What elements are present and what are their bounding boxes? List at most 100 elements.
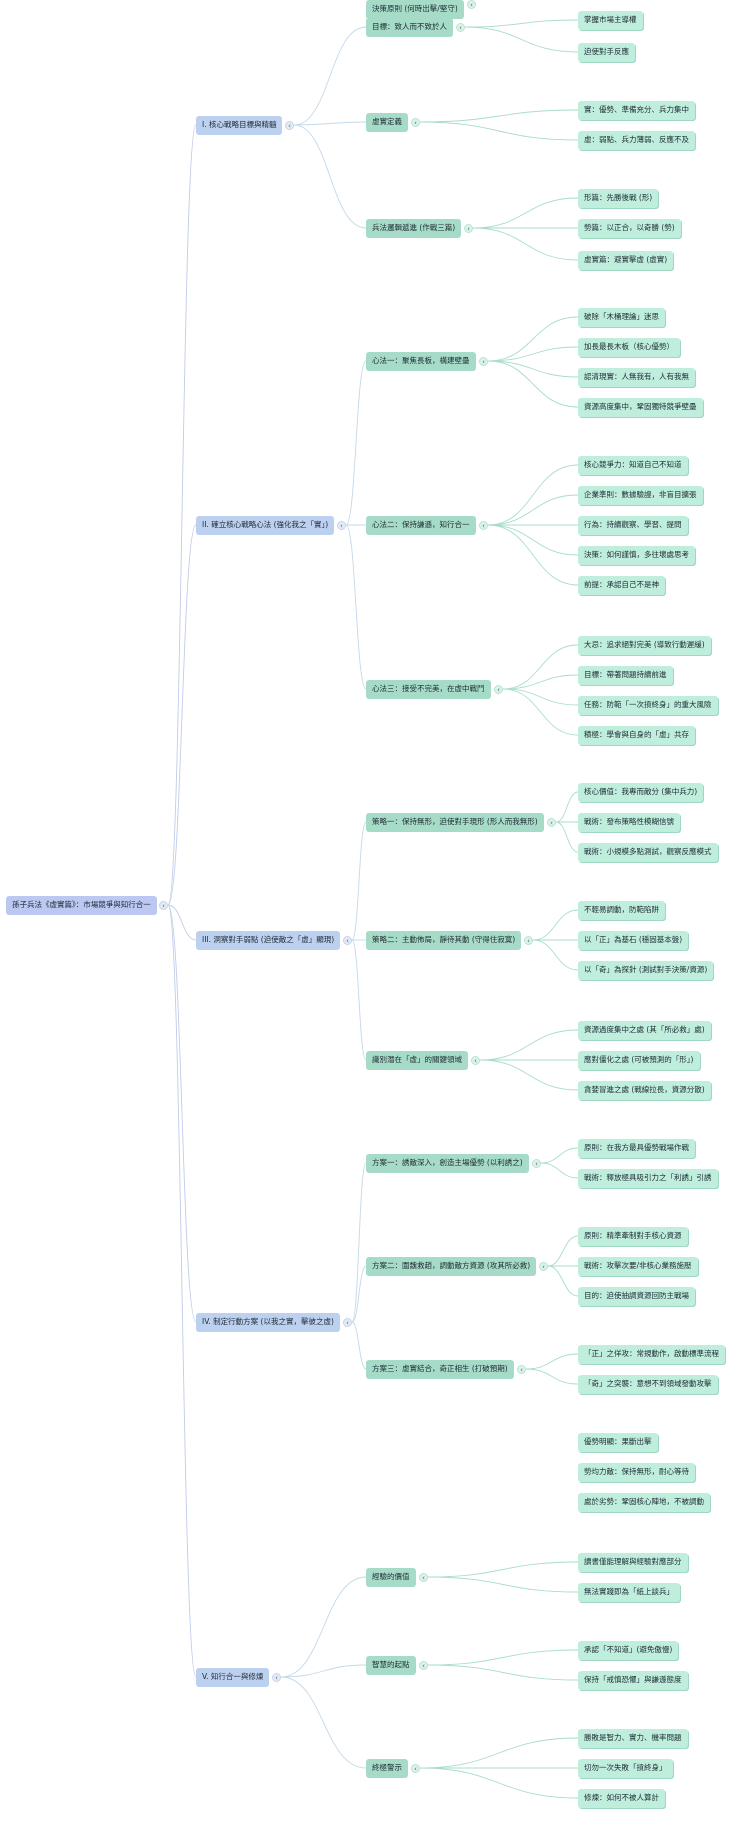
connector-line — [419, 1767, 579, 1799]
collapse-toggle-icon[interactable]: ‹ — [479, 356, 488, 366]
leaf-topic[interactable]: 應對僵化之處 (可被預測的「形」) — [578, 1050, 700, 1070]
leaf-topic[interactable]: 核心競爭力：知道自己不知道 — [578, 455, 688, 475]
collapse-toggle-icon[interactable]: ‹ — [479, 520, 488, 530]
collapse-toggle-icon[interactable]: ‹ — [272, 1672, 281, 1682]
subtopic[interactable]: 虛實定義 — [366, 112, 408, 132]
subtopic[interactable]: 心法三：接受不完美，在虛中戰鬥 — [366, 679, 491, 699]
section-topic[interactable]: I. 核心戰略目標與精髓 — [196, 115, 283, 135]
leaf-topic[interactable]: 虛：弱點、兵力薄弱、反應不及 — [578, 130, 695, 150]
collapse-toggle-icon[interactable]: ‹ — [539, 1261, 548, 1271]
leaf-topic[interactable]: 迫使對手反應 — [578, 42, 635, 62]
subtopic[interactable]: 決策原則 (何時出擊/堅守) — [366, 0, 464, 19]
leaf-topic[interactable]: 前提：承認自己不是神 — [578, 575, 665, 595]
leaf-topic[interactable]: 原則：精準牽制對手核心資源 — [578, 1226, 688, 1246]
leaf-topic[interactable]: 勢篇：以正合，以奇勝 (勢) — [578, 218, 681, 238]
leaf-topic[interactable]: 不輕易調動，防範陷阱 — [578, 900, 665, 920]
leaf-topic[interactable]: 企業準則：數據驗證，非盲目擴張 — [578, 485, 703, 505]
subtopic[interactable]: 兵法邏輯遞進 (作戰三篇) — [366, 218, 462, 238]
subtopic[interactable]: 終極警示 — [366, 1758, 408, 1778]
collapse-toggle-icon[interactable]: ‹ — [285, 120, 294, 130]
leaf-topic[interactable]: 原則：在我方最具優勢戰場作戰 — [578, 1138, 695, 1158]
leaf-topic[interactable]: 修煉：如何不被人算計 — [578, 1788, 665, 1808]
leaf-topic[interactable]: 形篇：先勝後戰 (形) — [578, 188, 659, 208]
leaf-topic[interactable]: 「正」之佯攻：常規動作，啟動標準流程 — [578, 1344, 725, 1364]
leaf-topic[interactable]: 以「正」為基石 (穩固基本盤) — [578, 930, 689, 950]
connector-line — [427, 1561, 579, 1578]
connector-line — [547, 1235, 579, 1267]
collapse-toggle-icon[interactable]: ‹ — [471, 1055, 480, 1065]
collapse-toggle-icon[interactable]: ‹ — [532, 1158, 541, 1168]
section-topic[interactable]: II. 確立核心戰略心法 (強化我之「實」) — [196, 515, 335, 535]
subtopic[interactable]: 方案一：誘敵深入，創造主場優勢 (以利誘之) — [366, 1153, 529, 1173]
leaf-topic[interactable]: 以「奇」為探針 (測試對手決策/資源) — [578, 960, 714, 980]
leaf-topic[interactable]: 貪婪冒進之處 (戰線拉長，資源分散) — [578, 1080, 711, 1100]
subtopic[interactable]: 策略二：主動佈局，靜待其動 (守得住寂寞) — [366, 930, 522, 950]
subtopic[interactable]: 方案三：虛實結合，奇正相生 (打破預期) — [366, 1359, 514, 1379]
leaf-topic[interactable]: 資源高度集中，鞏固獨特競爭壁壘 — [578, 397, 703, 417]
leaf-topic[interactable]: 積極：學會與自身的「虛」共存 — [578, 725, 695, 745]
leaf-topic[interactable]: 加長最長木板（核心優勢） — [578, 337, 680, 357]
leaf-topic[interactable]: 掌握市場主導權 — [578, 10, 643, 30]
collapse-toggle-icon[interactable]: ‹ — [343, 935, 352, 945]
leaf-topic[interactable]: 認清現實：人無我有，人有我無 — [578, 367, 695, 387]
subtopic[interactable]: 策略一：保持無形，迫使對手現形 (形人而我無形) — [366, 812, 544, 832]
leaf-topic[interactable]: 核心價值：我專而敵分 (集中兵力) — [578, 782, 704, 802]
collapse-toggle-icon[interactable]: ‹ — [411, 117, 420, 127]
leaf-topic[interactable]: 處於劣勢：鞏固核心陣地，不被調動 — [578, 1492, 710, 1512]
subtopic[interactable]: 智慧的起點 — [366, 1655, 416, 1675]
subtopic[interactable]: 識別潛在「虛」的關鍵領域 — [366, 1050, 468, 1070]
collapse-toggle-icon[interactable]: ‹ — [419, 1572, 428, 1582]
leaf-topic[interactable]: 承認「不知道」(避免傲慢) — [578, 1640, 679, 1660]
collapse-toggle-icon[interactable]: ‹ — [547, 817, 556, 827]
subtopic[interactable]: 目標：致人而不致於人 — [366, 17, 453, 37]
collapse-toggle-icon[interactable]: ‹ — [337, 520, 346, 530]
connector-line — [167, 904, 197, 1323]
collapse-toggle-icon[interactable]: ‹ — [419, 1660, 428, 1670]
leaf-topic[interactable]: 「奇」之突襲：意想不到領域發動攻擊 — [578, 1374, 718, 1394]
collapse-toggle-icon[interactable]: ‹ — [467, 0, 476, 9]
leaf-topic[interactable]: 無法實踐即為「紙上談兵」 — [578, 1582, 680, 1602]
leaf-topic[interactable]: 戰術：小規模多點測試，觀察反應模式 — [578, 842, 718, 862]
collapse-toggle-icon[interactable]: ‹ — [456, 22, 465, 32]
subtopic[interactable]: 心法一：聚焦長板，構建壁壘 — [366, 351, 476, 371]
subtopic[interactable]: 經驗的價值 — [366, 1567, 416, 1587]
leaf-topic[interactable]: 任務：防範「一次摃終身」的重大風險 — [578, 695, 718, 715]
leaf-topic[interactable]: 戰術：發布策略性模糊信號 — [578, 812, 680, 832]
connector-line — [351, 1162, 367, 1323]
leaf-topic[interactable]: 資源過度集中之處 (其「所必救」處) — [578, 1020, 711, 1040]
leaf-topic[interactable]: 讀書僅能理解與經驗對應部分 — [578, 1552, 688, 1572]
connector-line — [351, 821, 367, 941]
section-topic[interactable]: V. 知行合一與修煉 — [196, 1667, 270, 1687]
leaf-topic[interactable]: 目的：迫使抽調資源回防主戰場 — [578, 1286, 695, 1306]
connector-line — [293, 121, 367, 126]
leaf-topic[interactable]: 戰術：釋放極具吸引力之「利誘」引誘 — [578, 1168, 718, 1188]
section-topic[interactable]: III. 洞察對手弱點 (迫使敵之「虛」顯現) — [196, 930, 341, 950]
leaf-topic[interactable]: 大忌：追求絕對完美 (導致行動遲緩) — [578, 635, 711, 655]
subtopic[interactable]: 心法二：保持謙遜，知行合一 — [366, 515, 476, 535]
collapse-toggle-icon[interactable]: ‹ — [517, 1364, 526, 1374]
collapse-toggle-icon[interactable]: ‹ — [411, 1763, 420, 1773]
collapse-toggle-icon[interactable]: ‹ — [494, 684, 503, 694]
leaf-topic[interactable]: 優勢明顯：果斷出擊 — [578, 1432, 658, 1452]
connector-line — [293, 124, 367, 229]
leaf-topic[interactable]: 行為：持續觀察、學習、提問 — [578, 515, 688, 535]
leaf-topic[interactable]: 切勿一次失敗「摃終身」 — [578, 1758, 673, 1778]
connector-line — [345, 524, 367, 690]
collapse-toggle-icon[interactable]: ‹ — [524, 935, 533, 945]
section-topic[interactable]: IV. 制定行動方案 (以我之實，擊彼之虛) — [196, 1312, 340, 1332]
connector-line — [419, 109, 579, 123]
root-topic[interactable]: 孫子兵法《虛實篇》：市場競爭與知行合一 — [6, 895, 157, 915]
leaf-topic[interactable]: 勝敗是智力、實力、機率問題 — [578, 1728, 688, 1748]
leaf-topic[interactable]: 破除「木桶理論」迷思 — [578, 307, 665, 327]
leaf-topic[interactable]: 目標：帶著問題持續前進 — [578, 665, 673, 685]
leaf-topic[interactable]: 實：優勢、準備充分、兵力集中 — [578, 100, 695, 120]
leaf-topic[interactable]: 戰術：攻擊次要/非核心業務施壓 — [578, 1256, 698, 1276]
collapse-toggle-icon[interactable]: ‹ — [159, 900, 168, 910]
leaf-topic[interactable]: 勢均力敵：保持無形，耐心等待 — [578, 1462, 695, 1482]
leaf-topic[interactable]: 保持「戒慎恐懼」與謙遜態度 — [578, 1670, 688, 1690]
leaf-topic[interactable]: 決策：如何謹慎，多往壞處思考 — [578, 545, 695, 565]
collapse-toggle-icon[interactable]: ‹ — [343, 1317, 352, 1327]
collapse-toggle-icon[interactable]: ‹ — [464, 223, 473, 233]
leaf-topic[interactable]: 虛實篇：避實擊虛 (虛實) — [578, 250, 674, 270]
subtopic[interactable]: 方案二：圍魏救趙，調動敵方資源 (攻其所必救) — [366, 1256, 537, 1276]
